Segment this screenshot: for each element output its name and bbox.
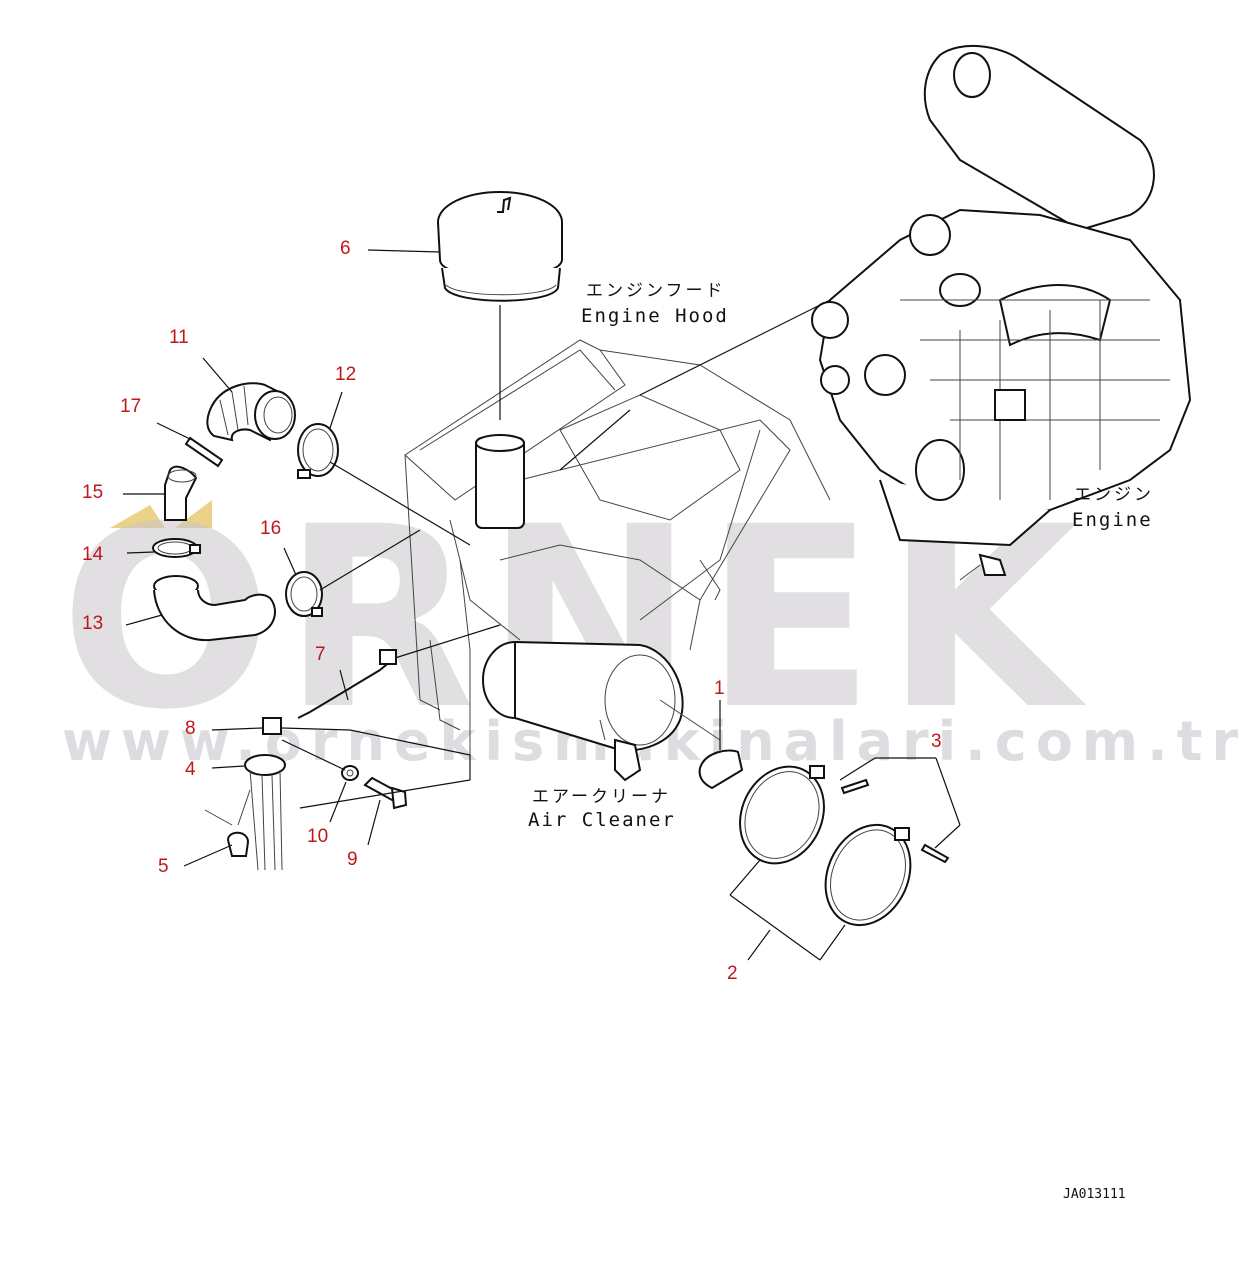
part-13-hose <box>153 575 276 642</box>
part-label-5: 5 <box>158 856 169 877</box>
part-5-clip <box>204 789 251 857</box>
part-label-7: 7 <box>315 644 326 665</box>
part-label-3: 3 <box>931 731 942 752</box>
part-8-connector <box>262 717 282 735</box>
part-label-8: 8 <box>185 718 196 739</box>
part-label-12: 12 <box>335 364 356 385</box>
part-label-4: 4 <box>185 759 196 780</box>
engine-hood-caption-jp: エンジンフード <box>586 281 726 301</box>
part-label-10: 10 <box>307 826 328 847</box>
part-label-9: 9 <box>347 849 358 870</box>
part-label-6: 6 <box>340 238 351 259</box>
part-1-valve <box>698 749 744 790</box>
part-6-precleaner <box>437 191 563 420</box>
part-16-clamp <box>285 571 323 617</box>
part-4-sensor <box>244 754 286 871</box>
part-10-washer <box>341 765 359 781</box>
part-number-labels: 1 2 3 4 5 6 7 8 9 10 11 12 13 14 15 16 1… <box>82 238 942 984</box>
part-label-16: 16 <box>260 518 281 539</box>
part-label-11: 11 <box>169 327 189 348</box>
part-label-2: 2 <box>727 963 738 984</box>
engine-caption-en: Engine <box>1072 509 1153 531</box>
part-17-clip <box>184 436 224 468</box>
part-3-bolts <box>840 778 950 864</box>
air-cleaner-body <box>475 434 721 782</box>
drawing-code: JA013111 <box>1063 1187 1126 1202</box>
part-label-13: 13 <box>82 613 103 634</box>
engine-illustration <box>811 44 1192 581</box>
part-15-pipe <box>164 465 198 521</box>
watermark-accent-left <box>110 505 165 528</box>
part-11-elbow-hose <box>206 382 296 442</box>
part-12-clamp <box>297 423 339 479</box>
leader-lines <box>123 249 961 961</box>
captions: エンジンフード Engine Hood エンジン Engine エアークリーナ … <box>528 281 1154 831</box>
air-cleaner-caption-jp: エアークリーナ <box>532 787 671 807</box>
part-14-clamp <box>152 538 201 558</box>
engine-hood-caption-en: Engine Hood <box>581 305 729 327</box>
air-cleaner-caption-en: Air Cleaner <box>528 809 676 831</box>
part-label-1: 1 <box>714 678 725 699</box>
part-9-bolt <box>363 776 408 810</box>
part-label-14: 14 <box>82 544 104 565</box>
part-label-17: 17 <box>120 396 141 417</box>
engine-caption-jp: エンジン <box>1074 485 1154 505</box>
part-2-bands <box>739 765 912 927</box>
part-label-15: 15 <box>82 482 103 503</box>
